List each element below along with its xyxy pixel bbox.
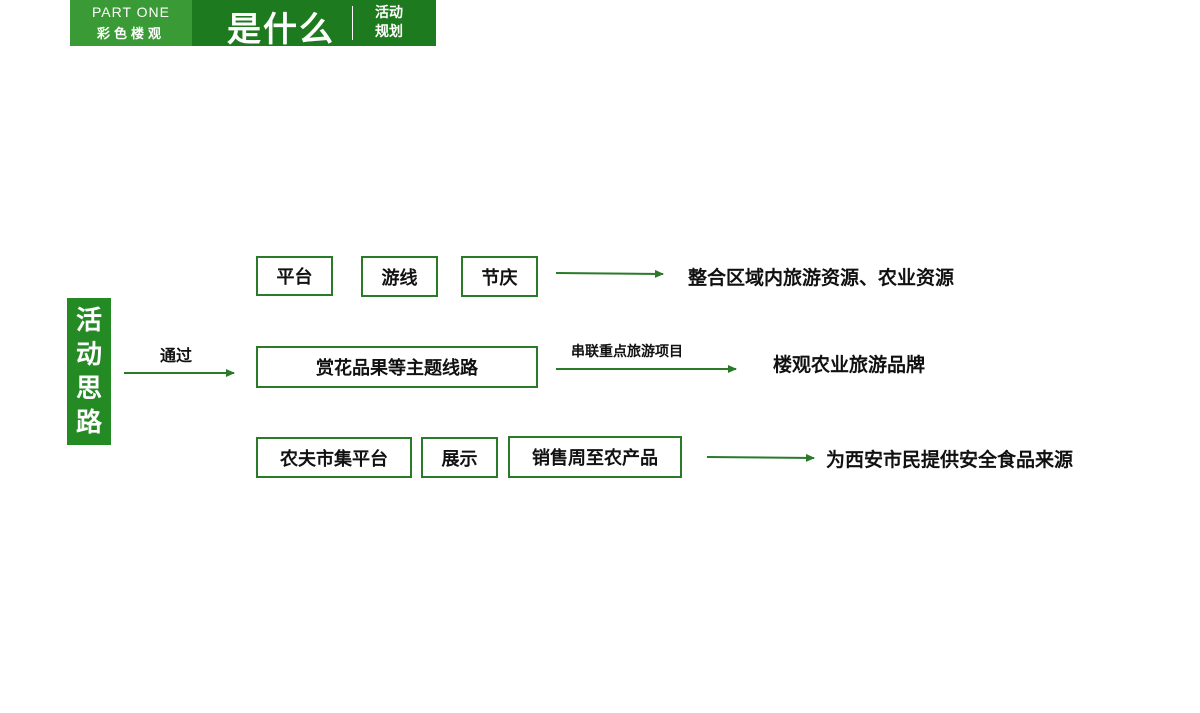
result-row2: 楼观农业旅游品牌	[773, 354, 926, 376]
box-farmers-market: 农夫市集平台	[256, 437, 412, 478]
header-side-label: 活动 规划	[375, 4, 411, 42]
vlabel-char: 活	[75, 306, 102, 336]
header-side-line1: 活动	[375, 5, 403, 21]
header-part-sub: 彩色楼观	[96, 27, 165, 42]
activity-idea-label: 活 动 思 路	[67, 298, 111, 445]
vlabel-char: 思	[75, 374, 102, 404]
page-title: 是什么	[227, 10, 335, 50]
arrow-row3	[706, 453, 815, 462]
result-row3: 为西安市民提供安全食品来源	[826, 449, 1074, 471]
arrow-row1	[555, 269, 664, 278]
via-label: 通过	[160, 346, 193, 365]
box-theme-routes: 赏花品果等主题线路	[256, 346, 538, 388]
header-part-label: PART ONE	[91, 4, 171, 20]
box-display: 展示	[421, 437, 498, 478]
vlabel-char: 路	[75, 408, 102, 438]
header-part-block: PART ONE 彩色楼观	[70, 0, 192, 46]
header-divider	[352, 6, 353, 40]
box-sales: 销售周至农产品	[508, 436, 682, 478]
result-row1: 整合区域内旅游资源、农业资源	[688, 267, 955, 289]
vlabel-char: 动	[75, 340, 102, 370]
box-festival: 节庆	[461, 256, 538, 297]
box-route: 游线	[361, 256, 438, 297]
arrow-label-row2: 串联重点旅游项目	[571, 344, 683, 360]
box-platform: 平台	[256, 256, 333, 296]
header-side-line2: 规划	[375, 24, 403, 40]
header-title-block: 是什么 活动 规划	[192, 0, 436, 50]
